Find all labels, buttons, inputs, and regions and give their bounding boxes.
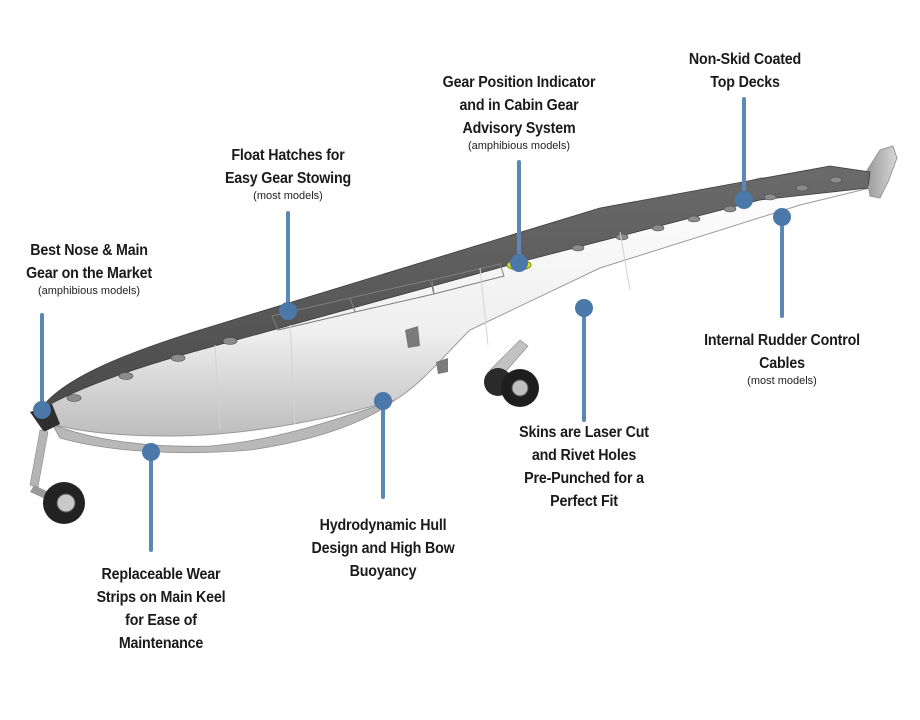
callout-dot-nose-gear xyxy=(33,401,51,419)
callout-top-decks: Non-Skid Coated Top Decks xyxy=(672,48,818,94)
rudder-fin xyxy=(865,145,898,199)
callout-wear-strips-title: Replaceable Wear Strips on Main Keel for… xyxy=(96,566,226,652)
callout-nose-gear-title: Best Nose & Main Gear on the Market xyxy=(26,242,152,282)
callout-top-decks-title: Non-Skid Coated Top Decks xyxy=(688,51,802,91)
callout-gear-indicator-title: Gear Position Indicator and in Cabin Gea… xyxy=(442,74,596,137)
callout-hull-title: Hydrodynamic Hull Design and High Bow Bu… xyxy=(311,517,455,580)
callout-hull: Hydrodynamic Hull Design and High Bow Bu… xyxy=(298,514,468,583)
callout-dot-rudder-cables xyxy=(773,208,791,226)
callout-dot-top-decks xyxy=(735,191,753,209)
callout-nose-gear: Best Nose & Main Gear on the Market (amp… xyxy=(0,239,178,297)
callout-skins-title: Skins are Laser Cut and Rivet Holes Pre-… xyxy=(519,424,649,510)
top-deck xyxy=(39,165,871,411)
callout-rudder-cables-title: Internal Rudder Control Cables xyxy=(704,332,860,372)
keel xyxy=(51,399,396,454)
callout-dot-float-hatches xyxy=(279,302,297,320)
callout-float-hatches-note: (most models) xyxy=(253,190,323,202)
callout-float-hatches-title: Float Hatches for Easy Gear Stowing xyxy=(224,147,352,187)
callout-rudder-cables: Internal Rudder Control Cables (most mod… xyxy=(686,329,878,387)
callout-skins: Skins are Laser Cut and Rivet Holes Pre-… xyxy=(494,421,674,513)
callout-gear-indicator: Gear Position Indicator and in Cabin Gea… xyxy=(418,71,620,152)
callout-wear-strips: Replaceable Wear Strips on Main Keel for… xyxy=(76,563,246,655)
main-gear-wheel xyxy=(484,339,539,407)
callout-dot-gear-indicator xyxy=(510,254,528,272)
callout-dot-skins xyxy=(575,299,593,317)
callout-gear-indicator-note: (amphibious models) xyxy=(467,140,571,152)
callout-rudder-cables-note: (most models) xyxy=(747,375,817,387)
callout-dot-wear-strips xyxy=(142,443,160,461)
callout-nose-gear-note: (amphibious models) xyxy=(37,285,141,297)
callout-float-hatches: Float Hatches for Easy Gear Stowing (mos… xyxy=(203,144,373,202)
callout-dot-hull xyxy=(374,392,392,410)
